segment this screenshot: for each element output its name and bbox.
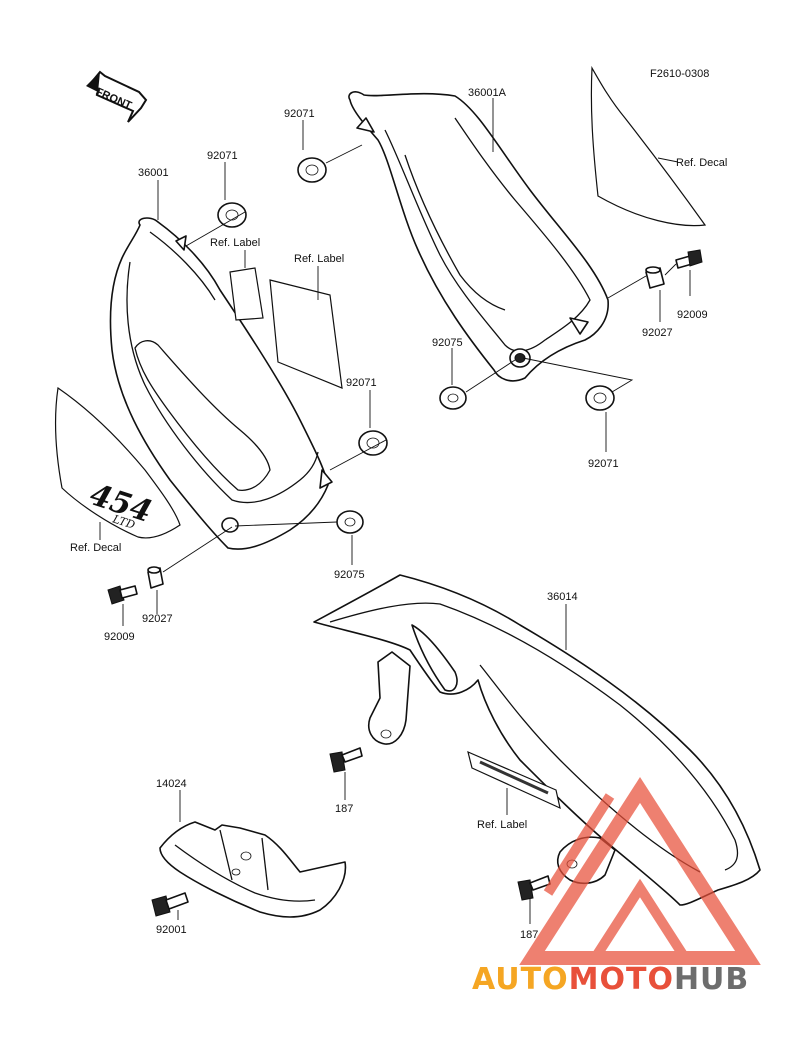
- label-36014: 36014: [547, 591, 578, 603]
- grommet-92071-right: [585, 385, 615, 411]
- label-92001: 92001: [156, 924, 187, 936]
- grommet-92071-left: [217, 202, 247, 228]
- label-92009-right: 92009: [677, 309, 708, 321]
- diagram-code: F2610-0308: [650, 68, 709, 80]
- watermark-auto: AUTO: [472, 962, 569, 997]
- label-92071-left: 92071: [207, 150, 238, 162]
- label-ref-label-large: Ref. Label: [294, 253, 344, 265]
- label-ref-decal-left: Ref. Decal: [70, 542, 121, 554]
- label-14024: 14024: [156, 778, 187, 790]
- collar-92027-right: [645, 266, 665, 289]
- right-side-cover-36001a: [348, 91, 609, 382]
- chain-guard-36014: [313, 574, 761, 906]
- grommet-92075-left: [336, 510, 364, 534]
- label-92071-mid: 92071: [346, 377, 377, 389]
- collar-92027-left: [147, 566, 164, 589]
- label-36001: 36001: [138, 167, 169, 179]
- label-187-bottom: 187: [520, 929, 538, 941]
- label-187-mid: 187: [335, 803, 353, 815]
- label-ref-label-small: Ref. Label: [210, 237, 260, 249]
- bolt-92009-right: [675, 249, 703, 269]
- chain-ref-label-sticker: [467, 750, 561, 810]
- label-92075-left: 92075: [334, 569, 365, 581]
- bolt-187-bottom: [517, 875, 551, 901]
- right-ref-decal: [590, 65, 707, 227]
- grommet-92071-mid: [358, 430, 388, 456]
- watermark-brand-text: AUTOMOTOHUB: [472, 962, 749, 997]
- watermark-triangle-logo: [519, 777, 761, 965]
- small-ref-label-sticker: [229, 267, 264, 321]
- label-92071-right: 92071: [588, 458, 619, 470]
- front-arrow-icon: FRONT: [86, 70, 148, 123]
- watermark-moto: MOTO: [568, 962, 674, 997]
- skid-plate-14024: [159, 821, 347, 918]
- label-92009-left: 92009: [104, 631, 135, 643]
- watermark-hub: HUB: [673, 962, 750, 997]
- grommet-92071-top: [297, 157, 327, 183]
- bolt-187-mid: [329, 747, 363, 773]
- label-ref-label-chain: Ref. Label: [477, 819, 527, 831]
- label-36001a: 36001A: [468, 87, 507, 99]
- label-92027-right: 92027: [642, 327, 673, 339]
- grommet-92075-right: [439, 386, 467, 410]
- bolt-92001: [151, 892, 189, 917]
- left-side-cover-36001: [109, 217, 333, 550]
- bolt-92009-left: [107, 585, 138, 605]
- label-92075-right: 92075: [432, 337, 463, 349]
- label-92071-top: 92071: [284, 108, 315, 120]
- label-ref-decal-right: Ref. Decal: [676, 157, 727, 169]
- large-ref-label-sticker: [269, 279, 343, 389]
- label-92027-left: 92027: [142, 613, 173, 625]
